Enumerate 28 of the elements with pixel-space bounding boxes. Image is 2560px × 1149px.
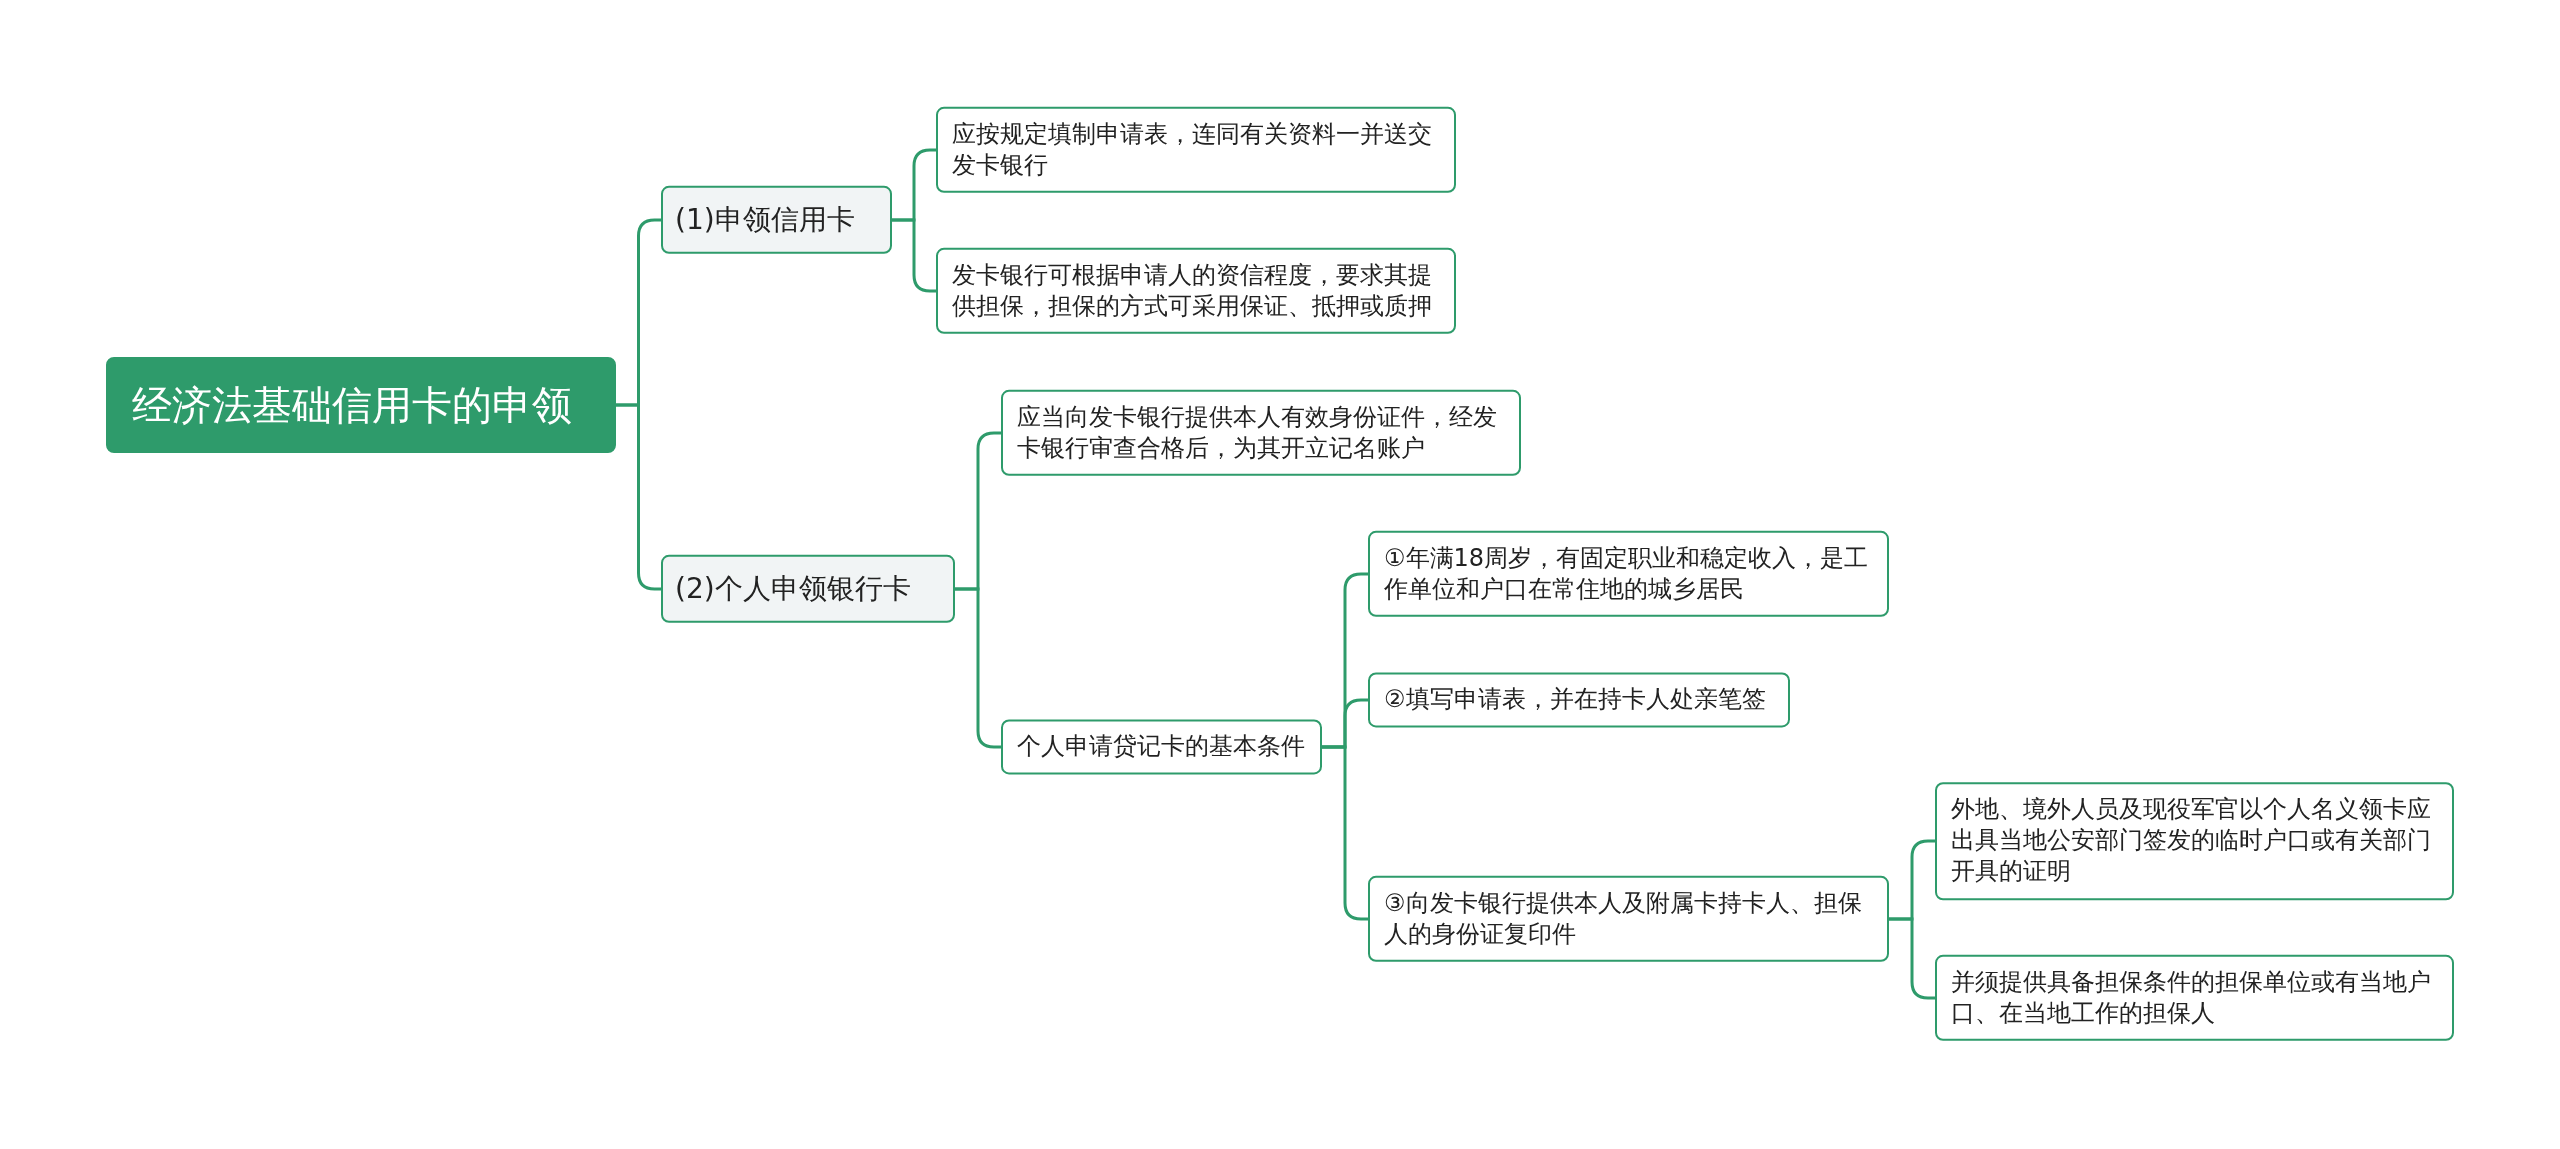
branch-topic-box [661, 185, 892, 255]
subtopic-box [936, 106, 1456, 194]
topic-text: 应当向发卡银行提供本人有效身份证件，经发卡银行审查合格后，为其开立记名账户 [1017, 401, 1498, 464]
topic-text: ②填写申请表，并在持卡人处亲笔签 [1384, 684, 1767, 716]
topic-text: 经济法基础信用卡的申领 [132, 381, 573, 429]
subtopic-box [1001, 389, 1521, 477]
connector-line [616, 403, 661, 591]
topic-text: 外地、境外人员及现役军官以个人名义领卡应出具当地公安部门签发的临时户口或有关部门开具的证明 [1951, 794, 2432, 888]
topic-text: 个人申请贷记卡的基本条件 [1017, 731, 1306, 763]
central-topic-box [106, 357, 616, 453]
topic-text: ③向发卡银行提供本人及附属卡持卡人、担保人的身份证复印件 [1384, 887, 1863, 950]
subtopic-box [1001, 719, 1322, 775]
subtopic-box [1935, 782, 2454, 900]
subtopic-box [1368, 530, 1889, 618]
subtopic-box [1368, 875, 1889, 963]
topic-text: (1)申领信用卡 [675, 201, 856, 238]
topic-text: 应按规定填制申请表，连同有关资料一并送交发卡银行 [952, 118, 1433, 181]
topic-text: ①年满18周岁，有固定职业和稳定收入，是工作单位和户口在常住地的城乡居民 [1384, 542, 1870, 605]
topic-text: (2)个人申领银行卡 [675, 570, 912, 607]
subtopic-box [1368, 672, 1790, 728]
topic-text: 发卡银行可根据申请人的资信程度，要求其提供担保，担保的方式可采用保证、抵押或质押 [952, 259, 1433, 322]
branch-topic-box [661, 554, 955, 624]
connector-line [1322, 745, 1368, 921]
connector-line [955, 587, 1001, 749]
topic-text: 并须提供具备担保条件的担保单位或有当地户口、在当地工作的担保人 [1951, 966, 2432, 1029]
connector-line [1889, 917, 1935, 1000]
subtopic-box [936, 247, 1456, 335]
subtopic-box [1935, 954, 2454, 1042]
